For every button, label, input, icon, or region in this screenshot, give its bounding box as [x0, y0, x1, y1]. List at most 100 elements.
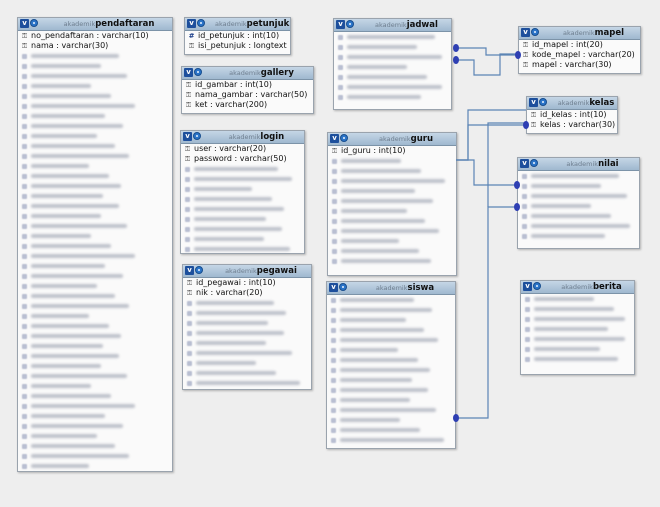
view-toggle-icon[interactable]: v [336, 20, 345, 29]
table-options-icon[interactable] [30, 19, 38, 27]
column-row[interactable]: ⚿no_pendaftaran : varchar(10) [18, 31, 172, 41]
blurred-column-text [31, 204, 119, 208]
table-options-icon[interactable] [533, 282, 541, 290]
column-row[interactable]: ⚿ket : varchar(200) [182, 100, 313, 110]
column-row[interactable]: ⚿password : varchar(50) [181, 154, 304, 164]
blurred-column-text [31, 194, 103, 198]
column-row[interactable]: ⚿id_kelas : int(10) [527, 110, 617, 120]
table-name: jadwal [406, 20, 438, 30]
column-row[interactable]: ⚿nik : varchar(20) [183, 288, 311, 298]
view-toggle-icon[interactable]: v [330, 134, 339, 143]
column-icon [338, 35, 343, 40]
column-icon [22, 134, 27, 139]
column-icon [332, 239, 337, 244]
table-options-icon[interactable] [539, 98, 547, 106]
view-toggle-icon[interactable]: v [187, 19, 196, 28]
column-row[interactable]: ⚿id_guru : int(10) [328, 146, 456, 156]
column-icon: ⚿ [530, 111, 537, 119]
view-toggle-icon[interactable]: v [20, 19, 29, 28]
column-icon [22, 284, 27, 289]
column-row[interactable]: ⚿nama : varchar(30) [18, 41, 172, 51]
column-icon [331, 348, 336, 353]
table-options-icon[interactable] [195, 266, 203, 274]
view-toggle-icon[interactable]: v [184, 68, 193, 77]
blurred-column-text [341, 169, 421, 173]
table-options-icon[interactable] [346, 20, 354, 28]
blurred-column-row [18, 251, 172, 261]
table-options-icon[interactable] [197, 19, 205, 27]
view-toggle-icon[interactable]: v [521, 28, 530, 37]
column-icon [22, 454, 27, 459]
view-toggle-icon[interactable]: v [520, 159, 529, 168]
column-row[interactable]: ⚿kelas : varchar(30) [527, 120, 617, 130]
view-toggle-icon[interactable]: v [529, 98, 538, 107]
blurred-column-text [31, 104, 135, 108]
column-icon [187, 351, 192, 356]
column-icon [22, 444, 27, 449]
column-row[interactable]: ⚿kode_mapel : varchar(20) [519, 50, 640, 60]
blurred-column-row [18, 211, 172, 221]
column-icon [338, 55, 343, 60]
column-icon [22, 194, 27, 199]
column-icon [185, 237, 190, 242]
table-options-icon[interactable] [194, 68, 202, 76]
column-row[interactable]: ⚿mapel : varchar(30) [519, 60, 640, 70]
column-row[interactable]: ⚿user : varchar(20) [181, 144, 304, 154]
blurred-column-text [341, 229, 439, 233]
blurred-column-text [531, 174, 619, 178]
column-row[interactable]: #id_petunjuk : int(10) [185, 31, 290, 41]
table-options-icon[interactable] [530, 159, 538, 167]
column-icon: ⚿ [185, 81, 192, 89]
blurred-column-row [183, 378, 311, 388]
view-toggle-icon[interactable]: v [523, 282, 532, 291]
blurred-column-row [327, 425, 455, 435]
column-icon [187, 331, 192, 336]
column-row[interactable]: ⚿id_gambar : int(10) [182, 80, 313, 90]
view-toggle-icon[interactable]: v [185, 266, 194, 275]
view-toggle-icon[interactable]: v [183, 132, 192, 141]
blurred-column-row [334, 72, 451, 82]
column-row[interactable]: ⚿id_mapel : int(20) [519, 40, 640, 50]
table-options-icon[interactable] [193, 132, 201, 140]
column-row[interactable]: ⚿id_pegawai : int(10) [183, 278, 311, 288]
relation-line [456, 53, 518, 76]
column-icon [22, 404, 27, 409]
blurred-column-row [328, 186, 456, 196]
column-icon [525, 317, 530, 322]
column-row[interactable]: ⚿nama_gambar : varchar(50) [182, 90, 313, 100]
blurred-column-row [18, 281, 172, 291]
table-options-icon[interactable] [339, 283, 347, 291]
view-toggle-icon[interactable]: v [329, 283, 338, 292]
blurred-column-text [196, 381, 300, 385]
table-options-icon[interactable] [340, 134, 348, 142]
table-options-icon[interactable] [531, 28, 539, 36]
column-row[interactable]: ⚿isi_petunjuk : longtext [185, 41, 290, 51]
blurred-column-row [327, 365, 455, 375]
blurred-column-text [531, 224, 630, 228]
